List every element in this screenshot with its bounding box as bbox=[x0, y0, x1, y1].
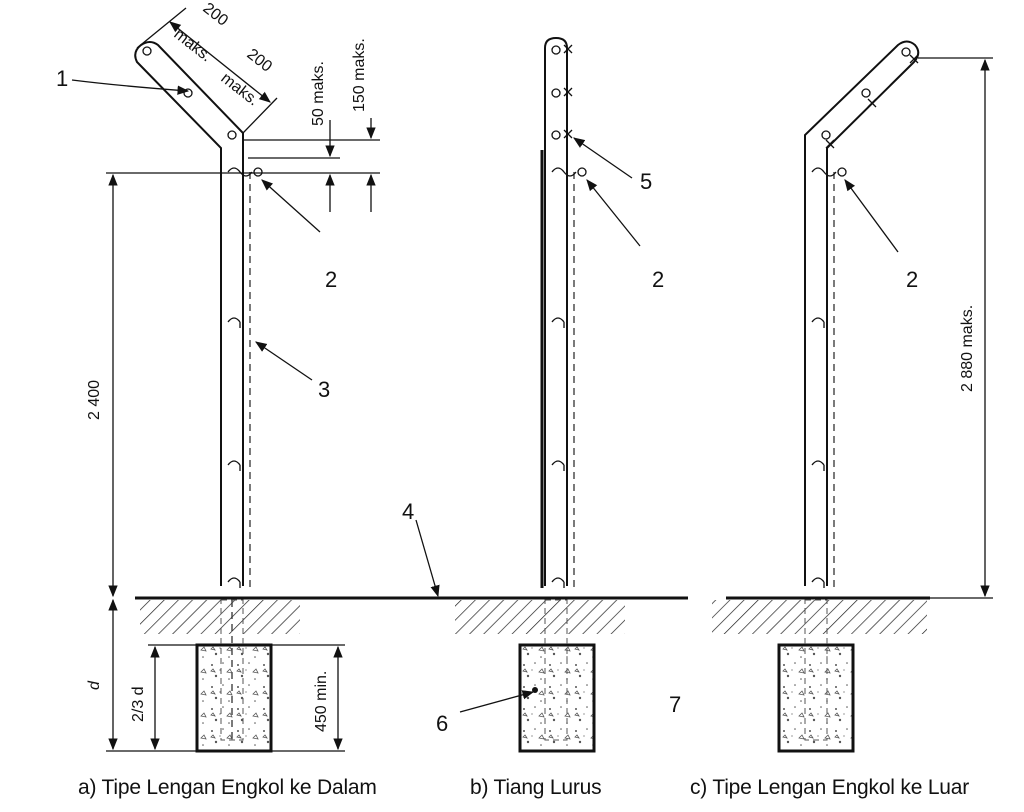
callout-6: 6 bbox=[436, 711, 448, 736]
dim-2880: 2 880 maks. bbox=[959, 305, 976, 392]
callout-7: 7 bbox=[669, 692, 681, 717]
caption-c: c) Tipe Lengan Engkol ke Luar bbox=[690, 776, 970, 799]
dimension-lines bbox=[106, 7, 993, 752]
callout-4: 4 bbox=[402, 499, 414, 524]
callout-2a: 2 bbox=[325, 267, 337, 292]
leader-arrows bbox=[71, 79, 899, 713]
caption-a: a) Tipe Lengan Engkol ke Dalam bbox=[78, 776, 377, 799]
dim-arm-maks-a: maks. bbox=[171, 26, 215, 66]
dim-d: d bbox=[86, 680, 103, 690]
dim-150-maks: 150 maks. bbox=[351, 38, 368, 112]
callout-numbers: 1 2 3 4 5 2 2 6 7 bbox=[56, 66, 918, 736]
callout-5: 5 bbox=[640, 169, 652, 194]
ground-line bbox=[135, 596, 930, 634]
post-b bbox=[518, 36, 596, 753]
callout-2b: 2 bbox=[652, 267, 664, 292]
caption-b: b) Tiang Lurus bbox=[470, 776, 602, 799]
dim-arm-200-a: 200 bbox=[200, 0, 232, 30]
post-c bbox=[777, 40, 920, 753]
dim-450-min: 450 min. bbox=[313, 671, 330, 732]
callout-3: 3 bbox=[318, 377, 330, 402]
dim-2400: 2 400 bbox=[86, 380, 103, 420]
dim-50-maks: 50 maks. bbox=[310, 61, 327, 126]
dim-2-3-d: 2/3 d bbox=[130, 686, 147, 722]
dim-arm-200-b: 200 bbox=[244, 46, 276, 76]
callout-2c: 2 bbox=[906, 267, 918, 292]
callout-1: 1 bbox=[56, 66, 68, 91]
